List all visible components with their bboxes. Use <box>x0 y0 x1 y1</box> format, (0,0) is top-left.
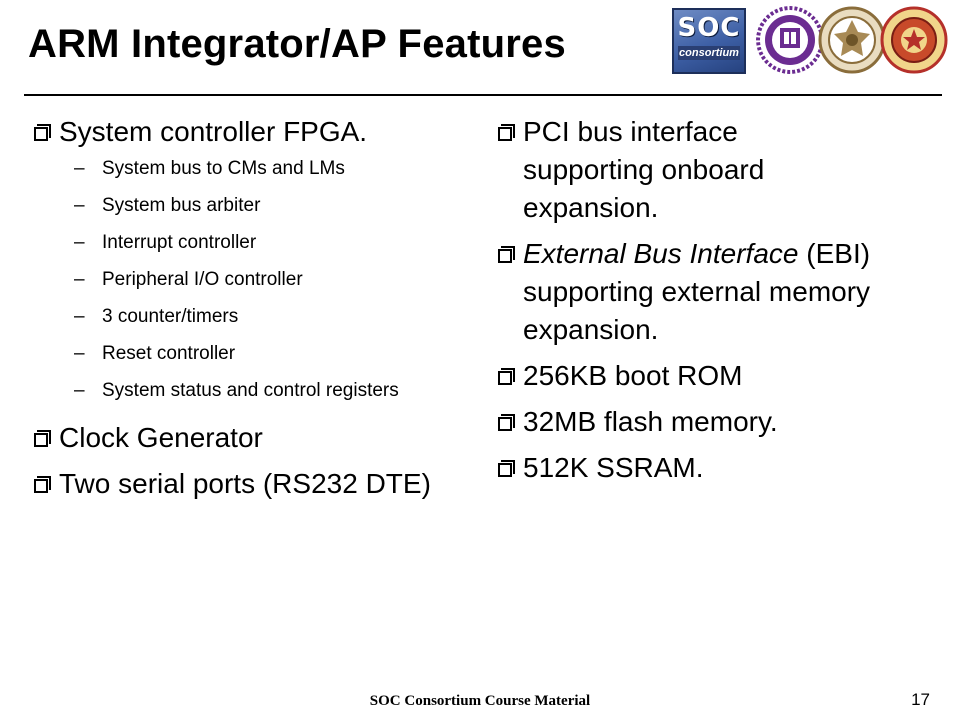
bullet-text: 32MB flash memory. <box>523 406 778 437</box>
soc-logo-text: SOC <box>677 13 741 43</box>
university-seal-purple <box>756 6 824 74</box>
sub-item: –System status and control registers <box>74 380 399 401</box>
bullet-text: 512K SSRAM. <box>523 452 704 483</box>
dash-icon: – <box>74 195 85 216</box>
dash-icon: – <box>74 158 85 179</box>
bullet-serial-ports: Two serial ports (RS232 DTE) <box>34 465 474 503</box>
checkbox-bullet-icon <box>498 414 515 431</box>
sub-item: –Reset controller <box>74 343 236 364</box>
title-underline <box>24 94 942 96</box>
dash-icon: – <box>74 269 85 290</box>
bullet-flash-memory: 32MB flash memory. <box>498 403 918 441</box>
sub-list: –System bus to CMs and LMs –System bus a… <box>34 157 474 403</box>
sub-item: –3 counter/timers <box>74 306 239 327</box>
checkbox-bullet-icon <box>34 430 51 447</box>
bullet-boot-rom: 256KB boot ROM <box>498 357 918 395</box>
bullet-text: External Bus Interface (EBI) supporting … <box>523 235 913 349</box>
bullet-text: 256KB boot ROM <box>523 360 743 391</box>
dash-icon: – <box>74 343 85 364</box>
soc-logo-subtext: consortium <box>678 46 740 60</box>
slide-title: ARM Integrator/AP Features <box>28 22 566 66</box>
bullet-clock-generator: Clock Generator <box>34 419 474 457</box>
bullet-text: Clock Generator <box>59 422 263 453</box>
sub-item: –Interrupt controller <box>74 232 257 253</box>
dash-icon: – <box>74 306 85 327</box>
logo-strip: SOC consortium <box>672 6 952 78</box>
bullet-text: Two serial ports (RS232 DTE) <box>59 468 431 499</box>
checkbox-bullet-icon <box>498 246 515 263</box>
university-seal-red <box>880 6 948 74</box>
sub-item: –System bus arbiter <box>74 195 261 216</box>
checkbox-bullet-icon <box>498 124 515 141</box>
dash-icon: – <box>74 380 85 401</box>
checkbox-bullet-icon <box>34 476 51 493</box>
dash-icon: – <box>74 232 85 253</box>
bullet-ssram: 512K SSRAM. <box>498 449 918 487</box>
right-column: PCI bus interface supporting onboard exp… <box>498 113 918 487</box>
bullet-text: PCI bus interface supporting onboard exp… <box>523 116 765 223</box>
bullet-pci-bus: PCI bus interface supporting onboard exp… <box>498 113 918 227</box>
checkbox-bullet-icon <box>498 368 515 385</box>
bullet-text: System controller FPGA. <box>59 116 368 147</box>
page-number: 17 <box>911 690 930 709</box>
sub-item: –Peripheral I/O controller <box>74 269 303 290</box>
soc-consortium-logo: SOC consortium <box>672 8 746 74</box>
bullet-ebi: External Bus Interface (EBI) supporting … <box>498 235 918 349</box>
sub-item: –System bus to CMs and LMs <box>74 158 345 179</box>
bullet-text-italic: External Bus Interface <box>523 238 799 269</box>
footer-text: SOC Consortium Course Material <box>369 693 591 709</box>
checkbox-bullet-icon <box>34 124 51 141</box>
checkbox-bullet-icon <box>498 460 515 477</box>
bullet-text-rest: (EBI) supporting external memory expansi… <box>523 238 871 345</box>
bullet-system-controller: System controller FPGA. <box>34 113 474 151</box>
left-column: System controller FPGA. –System bus to C… <box>34 113 474 503</box>
university-seal-tan <box>818 6 886 74</box>
